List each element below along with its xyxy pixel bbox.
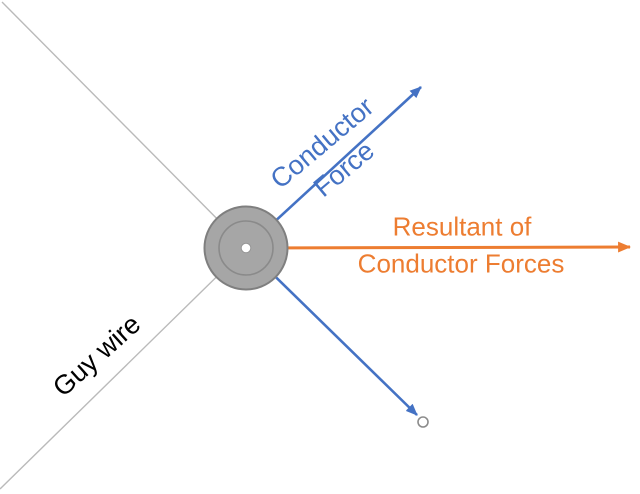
resultant-label-line1: Resultant of — [392, 211, 532, 242]
arrow-end-circle — [417, 416, 429, 428]
upper-guy-wire-line — [1, 1, 247, 249]
pole-top-view — [203, 205, 289, 291]
resultant-label-line2: Conductor Forces — [357, 248, 565, 279]
resultant-arrow — [245, 241, 632, 253]
pole-center-dot — [240, 242, 252, 254]
guy-wire-line — [0, 247, 247, 490]
pole-inner-ring — [218, 220, 274, 276]
